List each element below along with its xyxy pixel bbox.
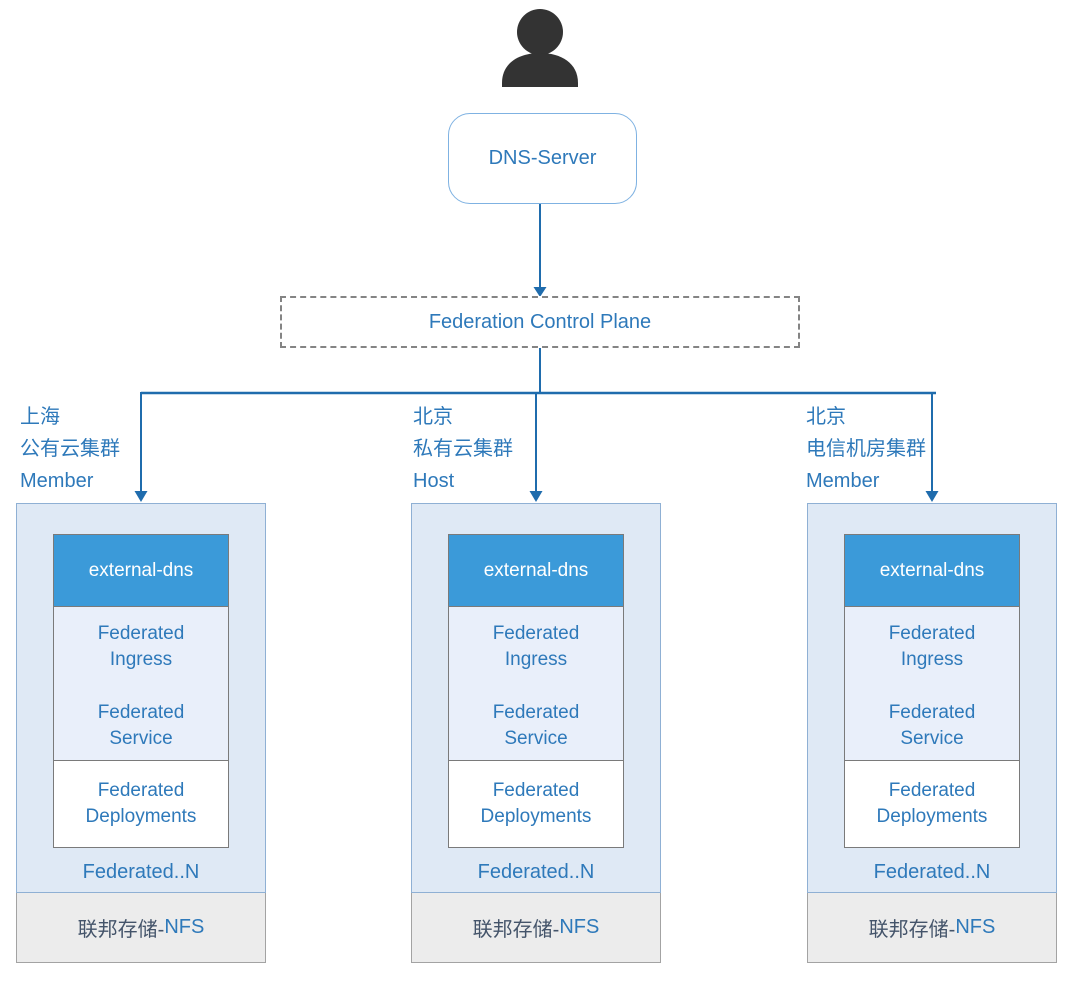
federated-deployments-label: Federated Deployments — [480, 780, 592, 827]
cluster-city: 上海 — [20, 406, 60, 428]
federated-ingress-label: Federated Ingress — [492, 623, 580, 670]
cluster-label-shanghai: 上海 公有云集群 Member — [20, 401, 250, 497]
federated-resources-box: Federated Ingress Federated Service — [53, 607, 229, 761]
cluster-type: 电信机房集群 — [806, 438, 926, 460]
cluster-box-shanghai: external-dns Federated Ingress Federated… — [16, 503, 266, 963]
federated-service-label: Federated Service — [888, 702, 976, 749]
cluster-label-beijing-private: 北京 私有云集群 Host — [413, 401, 643, 497]
component-stack: external-dns Federated Ingress Federated… — [844, 534, 1020, 848]
external-dns-box: external-dns — [844, 534, 1020, 607]
federated-deployments-box: Federated Deployments — [53, 760, 229, 848]
cluster-box-beijing-telecom: external-dns Federated Ingress Federated… — [807, 503, 1057, 963]
federated-ingress-label: Federated Ingress — [888, 623, 976, 670]
federated-deployments-box: Federated Deployments — [448, 760, 624, 848]
storage-label-en: NFS — [955, 916, 996, 938]
dns-server-node: DNS-Server — [448, 113, 637, 204]
federated-storage-nfs-box: 联邦存储-NFS — [411, 893, 661, 963]
storage-label-cn: 联邦存储- — [472, 919, 560, 941]
federated-service-label: Federated Service — [97, 702, 185, 749]
storage-label-en: NFS — [164, 916, 205, 938]
cluster-label-beijing-telecom: 北京 电信机房集群 Member — [806, 401, 1036, 497]
component-stack: external-dns Federated Ingress Federated… — [448, 534, 624, 848]
federated-n-label: Federated..N — [873, 861, 991, 883]
external-dns-box: external-dns — [53, 534, 229, 607]
cluster-type: 私有云集群 — [413, 438, 513, 460]
federated-n-label: Federated..N — [477, 861, 595, 883]
storage-label-cn: 联邦存储- — [868, 919, 956, 941]
storage-label-en: NFS — [559, 916, 600, 938]
federated-service-label: Federated Service — [492, 702, 580, 749]
federated-storage-nfs-box: 联邦存储-NFS — [16, 893, 266, 963]
federated-n-label: Federated..N — [82, 861, 200, 883]
federated-resources-box: Federated Ingress Federated Service — [448, 607, 624, 761]
cluster-main: external-dns Federated Ingress Federated… — [16, 503, 266, 893]
cluster-main: external-dns Federated Ingress Federated… — [411, 503, 661, 893]
cluster-role: Member — [20, 470, 94, 492]
cluster-role: Member — [806, 470, 880, 492]
storage-label-cn: 联邦存储- — [77, 919, 165, 941]
federated-resources-box: Federated Ingress Federated Service — [844, 607, 1020, 761]
federated-ingress-label: Federated Ingress — [97, 623, 185, 670]
cluster-type: 公有云集群 — [20, 438, 120, 460]
federated-deployments-label: Federated Deployments — [85, 780, 197, 827]
cluster-city: 北京 — [413, 406, 453, 428]
cluster-role: Host — [413, 470, 455, 492]
federated-deployments-label: Federated Deployments — [876, 780, 988, 827]
cluster-main: external-dns Federated Ingress Federated… — [807, 503, 1057, 893]
cluster-city: 北京 — [806, 406, 846, 428]
federated-storage-nfs-box: 联邦存储-NFS — [807, 893, 1057, 963]
component-stack: external-dns Federated Ingress Federated… — [53, 534, 229, 848]
federated-deployments-box: Federated Deployments — [844, 760, 1020, 848]
external-dns-box: external-dns — [448, 534, 624, 607]
federation-control-plane-node: Federation Control Plane — [280, 296, 800, 348]
cluster-box-beijing-private: external-dns Federated Ingress Federated… — [411, 503, 661, 963]
user-icon — [502, 9, 578, 87]
